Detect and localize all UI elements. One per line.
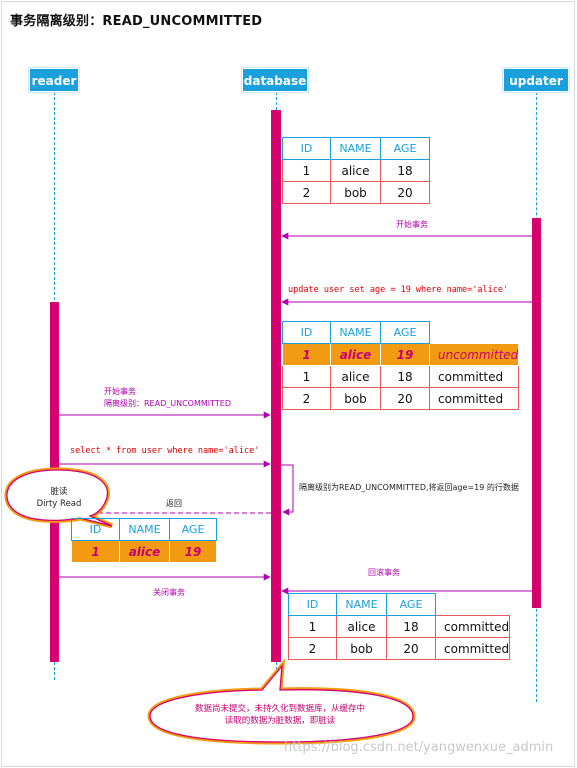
cell-id: 1 xyxy=(282,159,331,182)
col-id-header: ID xyxy=(71,518,120,541)
explain-callout xyxy=(149,664,414,743)
diagram-title: 事务隔离级别：READ_UNCOMMITTED xyxy=(10,14,263,29)
cell-id: 1 xyxy=(282,365,331,388)
table-initial: ID NAME AGE 1 alice 18 2 bob 20 xyxy=(282,137,430,204)
cell-age: 20 xyxy=(380,181,430,204)
cell-id: 1 xyxy=(282,343,331,366)
cell-name: alice xyxy=(330,343,381,366)
table-row: 1 alice 18 committed xyxy=(288,615,511,638)
cell-name: alice xyxy=(336,615,387,638)
cell-name: bob xyxy=(336,637,387,660)
col-age-header: AGE xyxy=(169,518,217,541)
table-row: 1 alice 18 xyxy=(282,159,430,182)
dirty-read-text: 脏读 Dirty Read xyxy=(22,486,96,510)
row-status: uncommitted xyxy=(428,343,520,366)
cell-name: bob xyxy=(330,181,381,204)
col-name-header: NAME xyxy=(330,321,381,344)
col-id-header: ID xyxy=(288,593,337,616)
select-sql-label: select * from user where name='alice' xyxy=(70,446,260,456)
table-row: 2 bob 20 xyxy=(282,181,430,204)
rollback-label: 回滚事务 xyxy=(368,568,400,577)
table-after-update: ID NAME AGE 1 alice 19 uncommitted 1 ali… xyxy=(282,321,520,410)
dirty-read-en: Dirty Read xyxy=(36,499,82,509)
col-id-header: ID xyxy=(282,137,331,160)
col-age-header: AGE xyxy=(386,593,436,616)
col-name-header: NAME xyxy=(336,593,387,616)
actor-updater: updater xyxy=(503,68,569,92)
cell-id: 1 xyxy=(71,540,120,563)
table-reader-result: ID NAME AGE 1 alice 19 xyxy=(71,518,217,563)
updater-activation-bar xyxy=(532,218,541,608)
row-status: committed xyxy=(428,365,520,388)
row-status: committed xyxy=(434,615,511,638)
table-row: 1 alice 18 committed xyxy=(282,365,520,388)
row-status: committed xyxy=(428,387,520,410)
table-row: 2 bob 20 committed xyxy=(282,387,520,410)
col-name-header: NAME xyxy=(330,137,381,160)
updater-begin-label: 开始事务 xyxy=(396,220,428,229)
col-age-header: AGE xyxy=(380,321,430,344)
col-id-header: ID xyxy=(282,321,331,344)
cell-age: 18 xyxy=(380,159,430,182)
reader-begin-label: 开始事务 xyxy=(104,387,136,396)
table-after-rollback: ID NAME AGE 1 alice 18 committed 2 bob 2… xyxy=(288,593,511,660)
return-label: 返回 xyxy=(166,499,182,508)
close-label: 关闭事务 xyxy=(153,588,185,597)
cell-name: alice xyxy=(330,365,381,388)
table-row-uncommitted: 1 alice 19 uncommitted xyxy=(282,343,520,366)
cell-id: 2 xyxy=(288,637,337,660)
cell-name: bob xyxy=(330,387,381,410)
explain-line-1: 数据尚未提交，未持久化到数据库，从缓存中 xyxy=(194,704,365,714)
update-sql-label: update user set age = 19 where name='ali… xyxy=(288,285,509,295)
cell-age: 18 xyxy=(380,365,430,388)
cell-age: 20 xyxy=(386,637,436,660)
cell-name: alice xyxy=(330,159,381,182)
database-activation-bar xyxy=(271,110,281,662)
cell-age: 19 xyxy=(380,343,430,366)
table-row: 2 bob 20 committed xyxy=(288,637,511,660)
db-return-note: 隔离级别为READ_UNCOMMITTED,将返回age=19 的行数据 xyxy=(299,483,519,492)
cell-id: 2 xyxy=(282,387,331,410)
explain-line-2: 读取的数据为脏数据，即脏读 xyxy=(224,716,336,726)
explain-text: 数据尚未提交，未持久化到数据库，从缓存中 读取的数据为脏数据，即脏读 xyxy=(160,703,400,727)
row-status: committed xyxy=(434,637,511,660)
dirty-read-cn: 脏读 xyxy=(50,487,68,497)
dirty-read-callout xyxy=(6,469,113,527)
cell-id: 1 xyxy=(288,615,337,638)
cell-age: 20 xyxy=(380,387,430,410)
cell-name: alice xyxy=(119,540,170,563)
self-call-arrow xyxy=(281,464,294,516)
actor-database: database xyxy=(242,68,308,92)
col-name-header: NAME xyxy=(119,518,170,541)
cell-age: 18 xyxy=(386,615,436,638)
watermark: https://blog.csdn.net/yangwenxue_admin xyxy=(284,740,554,755)
cell-age: 19 xyxy=(169,540,217,563)
table-row-dirty: 1 alice 19 xyxy=(71,540,217,563)
reader-isolation-label: 隔离级别：READ_UNCOMMITTED xyxy=(104,399,231,408)
col-age-header: AGE xyxy=(380,137,430,160)
actor-reader: reader xyxy=(29,68,79,92)
cell-id: 2 xyxy=(282,181,331,204)
